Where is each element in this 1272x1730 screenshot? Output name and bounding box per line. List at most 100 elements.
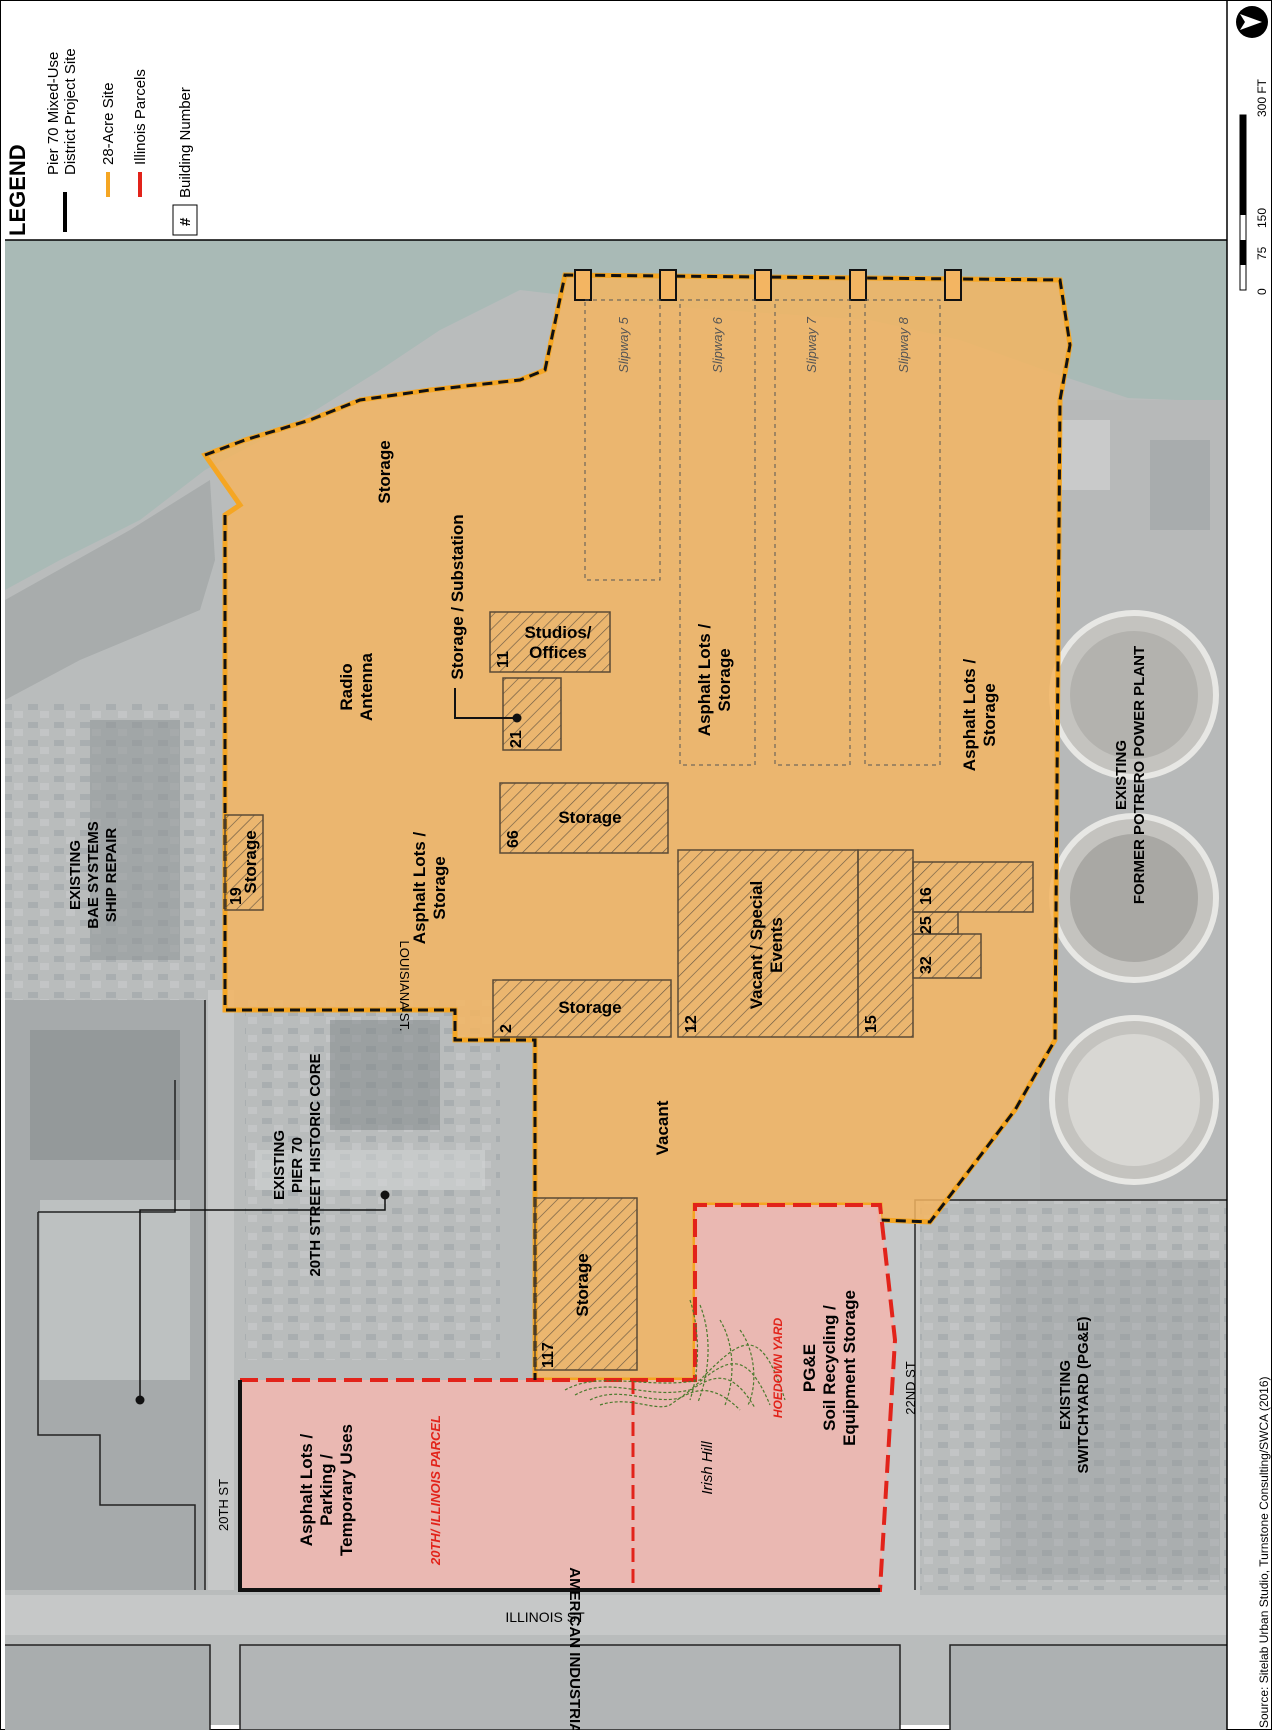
label-hoedown: HOEDOWN YARD [771, 1318, 785, 1419]
bnum-66: 66 [505, 830, 522, 848]
label-vacant-special-2: Events [767, 917, 786, 973]
illinois-street [5, 1595, 1227, 1635]
label-switchyard-1: EXISTING [1057, 1360, 1074, 1430]
building-21 [502, 677, 562, 751]
label-parcel-name: 20TH/ ILLINOIS PARCEL [428, 1415, 443, 1566]
bnum-11: 11 [495, 651, 512, 668]
label-slipway-7: Slipway 7 [804, 316, 819, 372]
pier-bae [5, 480, 215, 700]
street-illinois: ILLINOIS ST [505, 1609, 585, 1625]
historic-dot-1 [135, 1395, 145, 1405]
bnum-16: 16 [918, 887, 935, 905]
building-16 [912, 861, 1034, 913]
label-american: AMERICAN INDUSTRIAL CENTER [566, 1567, 583, 1730]
label-studios-2: Offices [529, 643, 587, 662]
scale-tick-0: 0 [1255, 288, 1269, 295]
american-industrial-block [240, 1645, 900, 1730]
label-pge-1: PG&E [800, 1344, 819, 1392]
scale-tick-300: 300 FT [1255, 78, 1269, 117]
building-32 [912, 933, 982, 979]
label-parcel-use-1: Asphalt Lots / [297, 1434, 316, 1547]
building-11 [489, 611, 611, 673]
legend-label-illinois: Illinois Parcels [132, 69, 149, 165]
illinois-parcels [240, 1205, 895, 1590]
legend: LEGEND Pier 70 Mixed-Use District Projec… [5, 48, 198, 236]
building-117 [534, 1197, 638, 1371]
substation-leader [454, 688, 517, 719]
scale-tick-150: 150 [1255, 208, 1269, 228]
bnum-19: 19 [228, 887, 245, 905]
label-asphalt-east-2: Storage [980, 683, 999, 746]
bnum-32: 32 [918, 956, 935, 974]
bnum-2: 2 [498, 1024, 515, 1033]
slipway-5-outline [584, 299, 661, 581]
north-arrow-icon [1236, 6, 1268, 38]
irish-hill-contours [564, 1299, 786, 1411]
building-66 [499, 782, 669, 854]
label-vacant-special-1: Vacant / Special [747, 881, 766, 1010]
source-credit: Source: Sitelab Urban Studio, Turnstone … [1257, 1376, 1271, 1728]
label-power-2: FORMER POTRERO POWER PLANT [1131, 646, 1148, 904]
legend-label-project-1: Pier 70 Mixed-Use [45, 52, 62, 175]
building-2 [492, 979, 672, 1038]
substation-dot [512, 713, 522, 723]
label-bae-3: SHIP REPAIR [103, 828, 120, 923]
building-15 [857, 849, 914, 1038]
legend-title: LEGEND [5, 144, 30, 236]
label-asphalt-east-1: Asphalt Lots / [960, 659, 979, 772]
label-storage-north: Storage [375, 440, 394, 503]
label-pge-2: Soil Recycling / [820, 1305, 839, 1431]
label-substation: Storage / Substation [448, 514, 467, 679]
bnum-15: 15 [863, 1015, 880, 1033]
slipway-8-outline [864, 299, 941, 766]
label-studios-1: Studios/ [524, 623, 591, 642]
label-radio-2: Antenna [357, 652, 376, 721]
street-20th: 20TH ST [216, 1479, 231, 1531]
label-slipway-8: Slipway 8 [896, 316, 911, 372]
legend-building-symbol: # [177, 217, 194, 226]
building-12 [677, 849, 859, 1038]
legend-label-project-2: District Project Site [62, 48, 79, 175]
label-storage-66: Storage [558, 808, 621, 827]
label-slipway-6: Slipway 6 [710, 316, 725, 372]
legend-label-building: Building Number [177, 87, 194, 198]
slipway-7-outline [774, 299, 851, 766]
label-asphalt-west-2: Storage [430, 856, 449, 919]
label-asphalt-mid-1: Asphalt Lots / [695, 624, 714, 737]
label-historic-3: 20TH STREET HISTORIC CORE [307, 1053, 324, 1276]
slipway-6-outline [679, 299, 756, 766]
label-parcel-use-3: Temporary Uses [337, 1424, 356, 1556]
bnum-21: 21 [508, 730, 525, 748]
label-asphalt-mid-2: Storage [715, 648, 734, 711]
label-storage-117: Storage [573, 1253, 592, 1316]
legend-label-28acre: 28-Acre Site [100, 82, 117, 165]
label-storage-19: Storage [241, 830, 260, 893]
label-power-1: EXISTING [1113, 740, 1130, 810]
label-bae-1: EXISTING [67, 840, 84, 910]
label-parcel-use-2: Parking / [317, 1454, 336, 1526]
label-asphalt-west-1: Asphalt Lots / [410, 832, 429, 945]
bnum-12: 12 [683, 1015, 700, 1033]
street-louisiana: LOUISIANA ST. [397, 940, 412, 1031]
label-storage-2: Storage [558, 998, 621, 1017]
label-vacant: Vacant [653, 1100, 672, 1155]
street-22nd: 22ND ST [903, 1361, 918, 1415]
street-20th [208, 990, 234, 1590]
switchyard-area [915, 1200, 1227, 1590]
building-19 [224, 814, 264, 911]
label-bae-2: BAE SYSTEMS [85, 821, 102, 929]
scale-bar: 0 75 150 300 FT [1239, 78, 1269, 295]
label-radio-1: Radio [337, 663, 356, 710]
bnum-25: 25 [918, 916, 935, 934]
label-historic-2: PIER 70 [289, 1137, 306, 1193]
label-historic-1: EXISTING [271, 1130, 288, 1200]
historic-dot-2 [380, 1190, 390, 1200]
label-pge-3: Equipment Storage [840, 1290, 859, 1446]
historic-leader [139, 1195, 386, 1400]
label-slipway-5: Slipway 5 [616, 316, 631, 372]
label-irish-hill: Irish Hill [699, 1441, 716, 1495]
bnum-117: 117 [540, 1342, 557, 1368]
label-switchyard-2: SWITCHYARD (PG&E) [1075, 1317, 1092, 1474]
legend-swatch-building [172, 204, 198, 236]
